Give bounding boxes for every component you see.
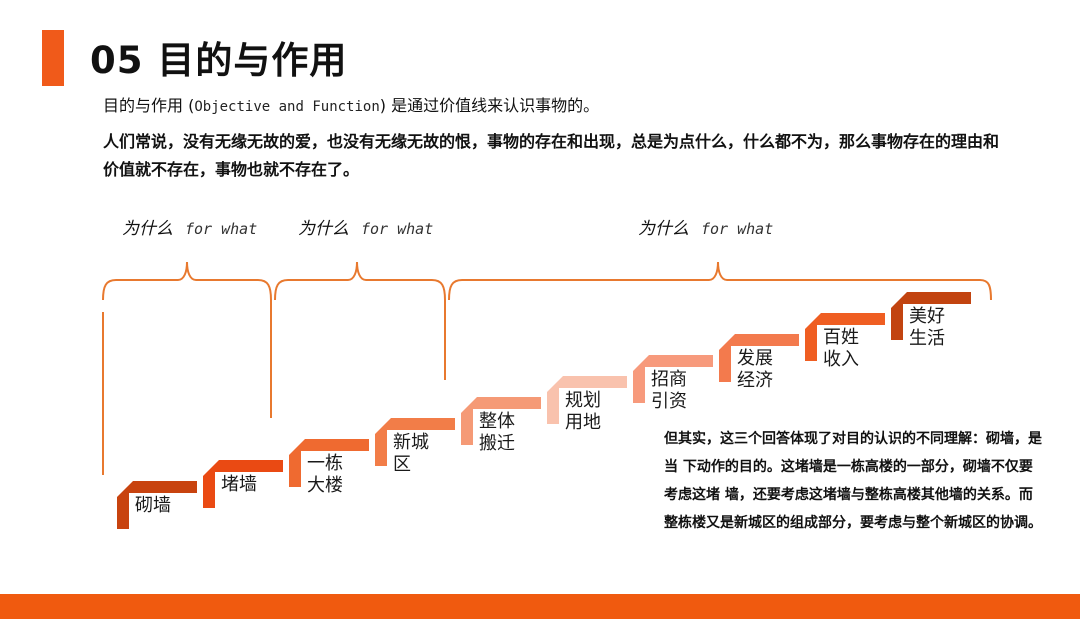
step-label: 砌墙 — [135, 495, 171, 517]
step-label: 发展经济 — [737, 348, 773, 392]
bracket-label-zh: 为什么 — [298, 219, 349, 239]
step-chevron — [891, 292, 971, 340]
step-chevron — [719, 334, 799, 382]
steps-group — [117, 292, 971, 529]
step-label-line: 经济 — [737, 370, 773, 391]
step-chevron — [289, 439, 369, 487]
step-label: 新城区 — [393, 432, 429, 476]
step-chevron — [805, 313, 885, 361]
bracket-label-2: 为什么 for what — [298, 214, 433, 239]
step-label-line: 规划 — [565, 390, 601, 411]
step-label: 招商引资 — [651, 369, 687, 413]
step-chevron — [461, 397, 541, 445]
intro-paragraph: 人们常说，没有无缘无故的爱，也没有无缘无故的恨，事物的存在和出现，总是为点什么，… — [103, 132, 1000, 179]
bracket-label-1: 为什么 for what — [122, 214, 257, 239]
step-label: 一栋大楼 — [307, 453, 343, 497]
bracket-label-3: 为什么 for what — [638, 214, 773, 239]
step-label: 美好生活 — [909, 306, 945, 350]
brace-1 — [102, 261, 272, 301]
step-label-line: 美好 — [909, 306, 945, 327]
bracket-label-en: for what — [185, 220, 258, 238]
step-label-line: 新城 — [393, 432, 429, 453]
intro-suffix: ) 是通过价值线来认识事物的。 — [379, 96, 600, 115]
step-label-line: 招商 — [651, 369, 687, 390]
step-label-line: 收入 — [823, 349, 859, 370]
step-chevron — [547, 376, 627, 424]
brace-2 — [274, 261, 446, 301]
step-label-line: 引资 — [651, 391, 687, 412]
bracket-label-zh: 为什么 — [638, 219, 689, 239]
step-label-line: 用地 — [565, 412, 601, 433]
step-chevron — [375, 418, 455, 466]
step-label-line: 发展 — [737, 348, 773, 369]
step-label-line: 区 — [393, 454, 411, 475]
step-label-line: 堵墙 — [221, 474, 257, 495]
step-chevron — [633, 355, 713, 403]
bracket-label-en: for what — [361, 220, 434, 238]
step-label: 整体搬迁 — [479, 411, 515, 455]
intro-prefix: 目的与作用 ( — [103, 96, 195, 115]
step-chevron — [117, 481, 197, 529]
step-label: 规划用地 — [565, 390, 601, 434]
step-label-line: 整体 — [479, 411, 515, 432]
brace-3 — [448, 261, 992, 301]
bracket-label-zh: 为什么 — [122, 219, 173, 239]
step-label: 百姓收入 — [823, 327, 859, 371]
step-label-line: 大楼 — [307, 475, 343, 496]
step-label-line: 生活 — [909, 328, 945, 349]
step-label-line: 一栋 — [307, 453, 343, 474]
explanation-note: 但其实，这三个回答体现了对目的认识的不同理解：砌墙，是当 下动作的目的。这堵墙是… — [664, 431, 1042, 531]
step-chevron — [203, 460, 283, 508]
bottom-band — [0, 594, 1080, 619]
step-label-line: 搬迁 — [479, 433, 515, 454]
step-label-line: 砌墙 — [135, 495, 171, 516]
bracket-label-en: for what — [701, 220, 774, 238]
step-label: 堵墙 — [221, 474, 257, 496]
title-accent-bar — [42, 30, 64, 86]
intro-line: 目的与作用 (Objective and Function) 是通过价值线来认识… — [103, 92, 599, 116]
page-title: 05 目的与作用 — [90, 39, 348, 82]
intro-english: Objective and Function — [194, 99, 380, 115]
step-label-line: 百姓 — [823, 327, 859, 348]
